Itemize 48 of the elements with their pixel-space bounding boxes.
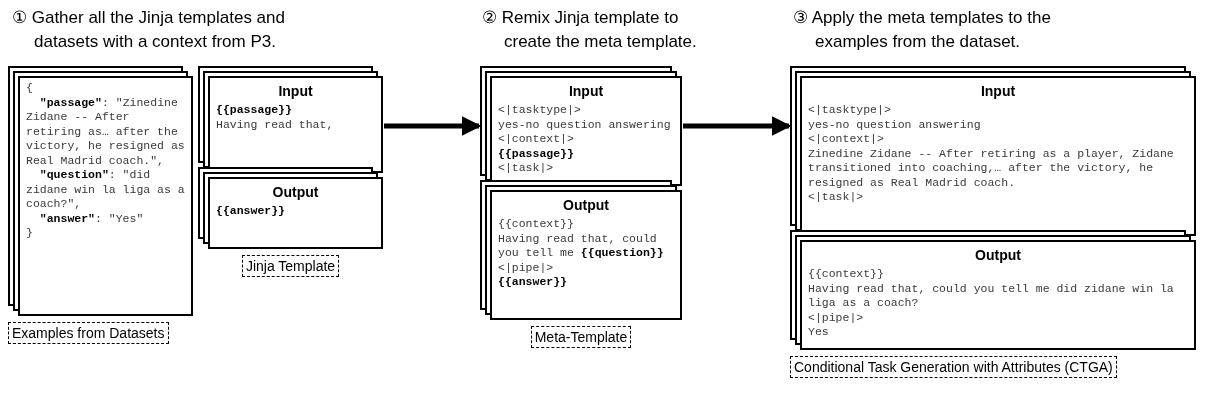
caption-text: Conditional Task Generation with Attributes (CTGA) — [794, 358, 1113, 377]
card-heading: Input — [277, 82, 314, 101]
code-text: <|tasktype|> — [498, 103, 582, 118]
code-text: yes-no question answering — [808, 117, 982, 132]
card-heading: Output — [974, 246, 1022, 265]
stacked-card — [8, 66, 193, 316]
code-text: { — [26, 81, 34, 96]
arrow — [683, 116, 792, 136]
code-text: } — [26, 226, 34, 241]
code-text: "question": "did zidane win la liga as a coach?", — [26, 168, 185, 212]
step-heading: ① Gather all the Jinja templates and datasets with a context from P3. — [12, 7, 286, 53]
code-text: <|task|> — [498, 161, 555, 176]
code-text: "passage": "Zinedine Zidane -- After retiring as… after the victory, he resigned as Real Madrid coach.", — [26, 95, 185, 168]
code-text: {{passage}} — [498, 146, 575, 161]
code-text: {{passage}} — [216, 103, 293, 118]
stacked-card — [790, 230, 1196, 350]
stacked-card — [480, 180, 682, 320]
stacked-card — [198, 66, 383, 173]
stacked-card — [198, 167, 383, 249]
code-text: <|context|> — [498, 132, 575, 147]
card-heading: Output — [271, 183, 320, 202]
card-heading: Input — [567, 82, 605, 101]
code-text: <|pipe|> — [498, 260, 555, 275]
code-text: "answer": "Yes" — [38, 211, 145, 226]
caption-text: Meta-Template — [534, 328, 628, 347]
code-text: Having read that, — [216, 117, 335, 132]
caption-text: Examples from Datasets — [12, 324, 165, 343]
code-text: <|tasktype|> — [808, 103, 892, 118]
code-text: <|context|> — [808, 132, 885, 147]
caption-text: Jinja Template — [245, 257, 336, 276]
code-text: <|task|> — [808, 190, 865, 205]
code-text: {{context}} — [808, 267, 885, 282]
code-text: Yes — [808, 325, 830, 340]
code-text: Having read that, could you tell me did zidane win la liga as a coach? — [808, 281, 1175, 311]
code-text: yes-no question answering — [498, 117, 672, 132]
step-heading: ② Remix Jinja template to create the meta template. — [482, 7, 698, 53]
step-heading: ③ Apply the meta templates to the examples from the dataset. — [793, 7, 1052, 53]
code-text: Having read that, could you tell me {{question}} — [498, 231, 665, 261]
card-heading: Output — [562, 196, 610, 215]
code-text: {{context}} — [498, 217, 575, 232]
code-text: {{answer}} — [498, 275, 568, 290]
code-text: Zinedine Zidane -- After retiring as a player, Zidane transitioned into coaching,… after the victory, he resigned as Real Madrid coach. — [808, 146, 1175, 190]
arrow — [384, 116, 482, 136]
code-text: {{answer}} — [216, 204, 286, 219]
code-text: <|pipe|> — [808, 310, 865, 325]
stacked-card — [480, 66, 682, 186]
stacked-card — [790, 66, 1196, 236]
card-heading: Input — [979, 82, 1017, 101]
